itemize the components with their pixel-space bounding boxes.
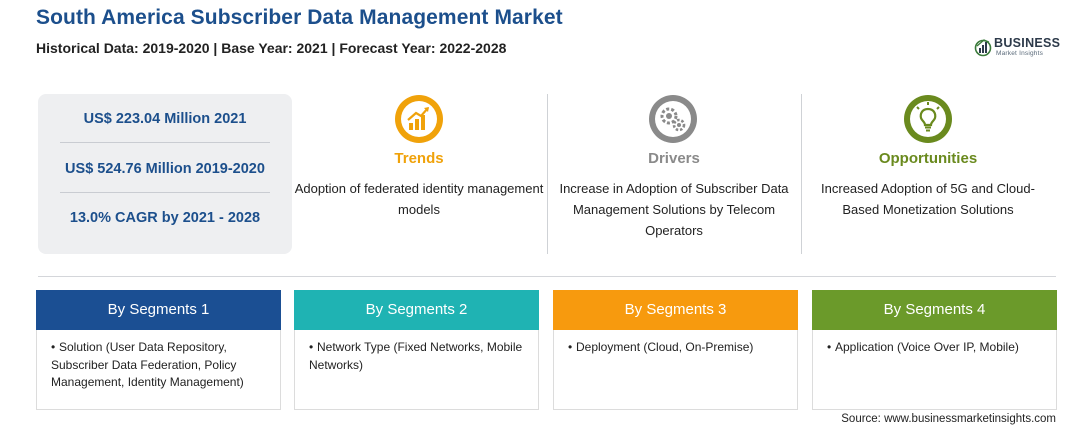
logo-tagline: Market Insights <box>996 50 1044 57</box>
trends-text: Adoption of federated identity managemen… <box>294 181 544 217</box>
bullet-icon: • <box>568 340 573 354</box>
logo-globe-icon <box>974 39 992 57</box>
segment-1-text: Solution (User Data Repository, Subscrib… <box>51 340 244 389</box>
logo-wordmark: BUSINESS <box>994 36 1061 50</box>
market-stats-panel: US$ 223.04 Million 2021 US$ 524.76 Milli… <box>38 94 292 254</box>
section-divider <box>38 276 1056 277</box>
drivers-heading: Drivers <box>648 150 700 167</box>
segment-1-heading: By Segments 1 <box>36 290 281 330</box>
stat-divider <box>60 192 270 193</box>
segment-2-heading: By Segments 2 <box>294 290 539 330</box>
stat-cagr: 13.0% CAGR by 2021 - 2028 <box>69 210 261 226</box>
opportunities-heading: Opportunities <box>878 150 978 167</box>
bullet-icon: • <box>51 340 56 354</box>
lightbulb-icon <box>904 95 952 143</box>
page-subtitle: Historical Data: 2019-2020 | Base Year: … <box>36 40 507 56</box>
column-divider <box>801 94 802 254</box>
source-credit: Source: www.businessmarketinsights.com <box>841 413 1056 425</box>
segment-card-4: By Segments 4 •Application (Voice Over I… <box>812 290 1057 410</box>
segment-4-body: •Application (Voice Over IP, Mobile) <box>813 330 1056 357</box>
bullet-icon: • <box>827 340 832 354</box>
segment-4-heading: By Segments 4 <box>812 290 1057 330</box>
stat-divider <box>60 142 270 143</box>
segment-2-text: Network Type (Fixed Networks, Mobile Net… <box>309 340 523 372</box>
segment-card-2: By Segments 2 •Network Type (Fixed Netwo… <box>294 290 539 410</box>
column-divider <box>547 94 548 254</box>
segment-1-body: •Solution (User Data Repository, Subscri… <box>37 330 280 392</box>
company-logo: BUSINESS Market Insights <box>974 34 1064 60</box>
segment-card-3: By Segments 3 •Deployment (Cloud, On-Pre… <box>553 290 798 410</box>
segment-card-1: By Segments 1 •Solution (User Data Repos… <box>36 290 281 410</box>
page-title: South America Subscriber Data Management… <box>36 6 563 29</box>
drivers-text: Increase in Adoption of Subscriber Data … <box>559 181 789 238</box>
bullet-icon: • <box>309 340 314 354</box>
stat-historical-value: US$ 524.76 Million 2019-2020 <box>65 161 265 177</box>
segment-2-body: •Network Type (Fixed Networks, Mobile Ne… <box>295 330 538 374</box>
stat-market-size-2021: US$ 223.04 Million 2021 <box>83 111 247 127</box>
growth-chart-icon <box>395 95 443 143</box>
opportunities-text: Increased Adoption of 5G and Cloud-Based… <box>821 181 1035 217</box>
gears-icon <box>649 95 697 143</box>
trends-heading: Trends <box>394 150 444 167</box>
segment-3-text: Deployment (Cloud, On-Premise) <box>576 340 754 354</box>
segment-3-heading: By Segments 3 <box>553 290 798 330</box>
segment-3-body: •Deployment (Cloud, On-Premise) <box>554 330 797 357</box>
segment-4-text: Application (Voice Over IP, Mobile) <box>835 340 1019 354</box>
